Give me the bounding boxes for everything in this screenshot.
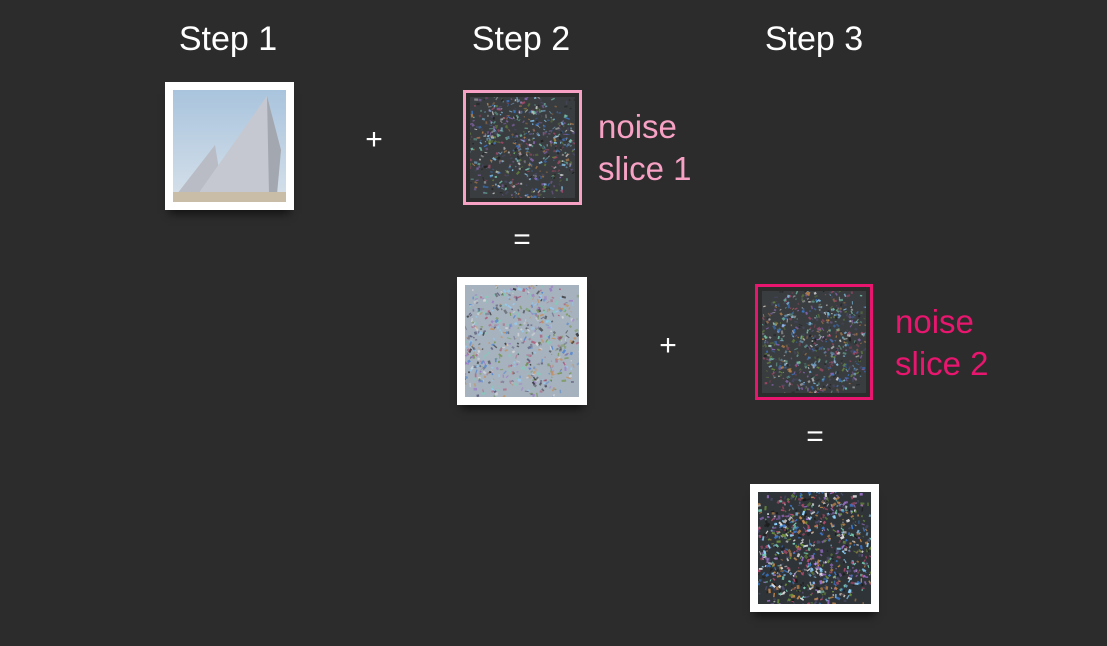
noise-slice-1-image <box>463 90 582 205</box>
noise-slice-2-label-line2: slice 2 <box>895 345 989 382</box>
equals-operator-2: = <box>806 420 824 453</box>
step-1-title: Step 1 <box>178 20 278 58</box>
plus-operator-2: + <box>659 329 677 362</box>
intermediate-noisy-image <box>457 277 587 405</box>
noise-slice-1-label-line2: slice 1 <box>598 150 692 187</box>
noise-slice-1-label: noise slice 1 <box>598 106 692 190</box>
step-3-title: Step 3 <box>764 20 864 58</box>
noise-slice-2-label: noise slice 2 <box>895 301 989 385</box>
original-pyramid-image <box>165 82 294 210</box>
noise-slice-2-image <box>755 284 873 400</box>
noise-slice-2-label-line1: noise <box>895 303 974 340</box>
plus-operator-1: + <box>365 123 383 156</box>
final-noise-image <box>750 484 879 612</box>
equals-operator-1: = <box>513 223 531 256</box>
noise-slice-1-label-line1: noise <box>598 108 677 145</box>
step-2-title: Step 2 <box>471 20 571 58</box>
